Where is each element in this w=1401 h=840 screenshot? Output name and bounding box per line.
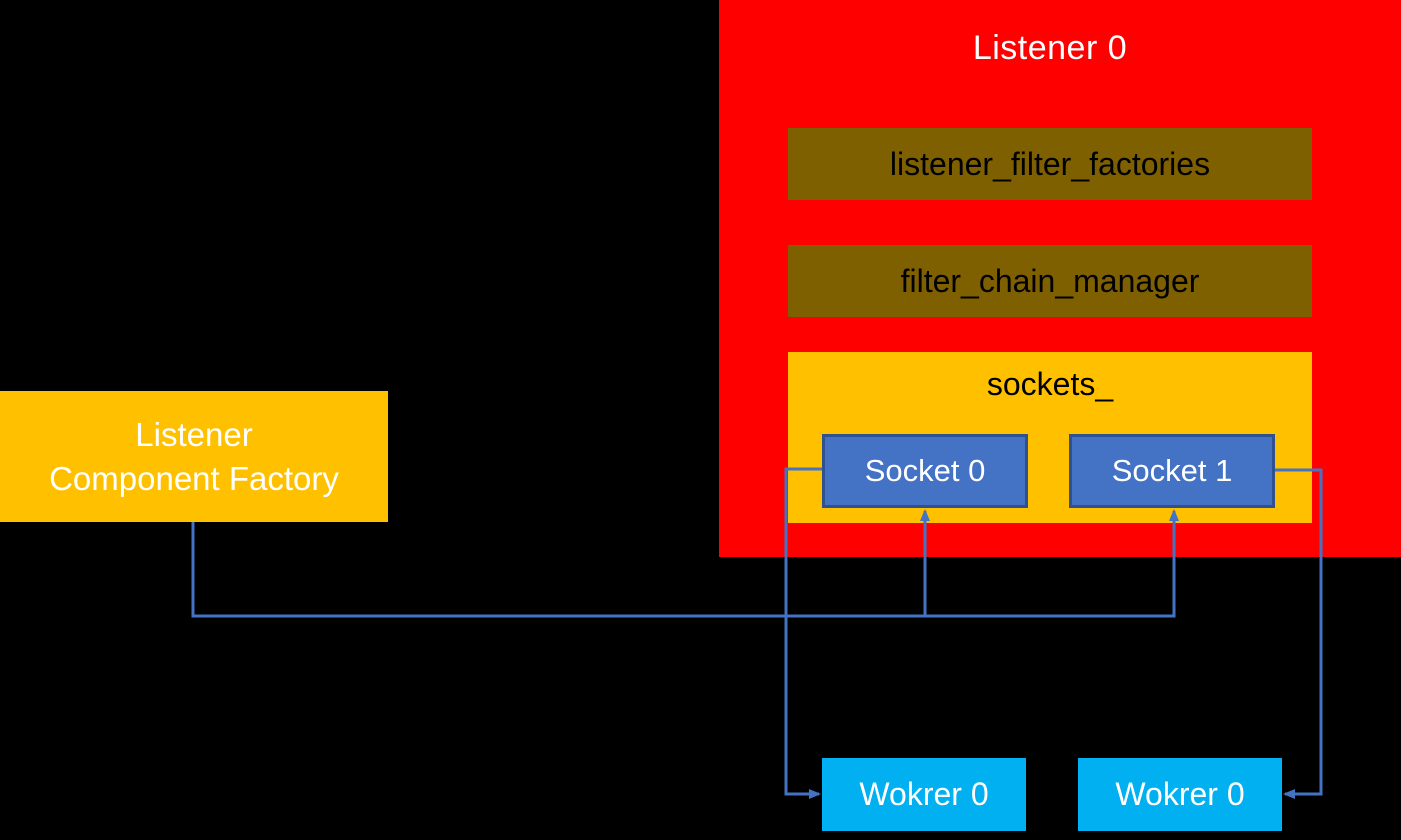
worker-0-box: Wokrer 0 bbox=[822, 758, 1026, 831]
listener-component-factory-box: Listener Component Factory bbox=[0, 391, 388, 522]
socket-1-label: Socket 1 bbox=[1111, 453, 1233, 488]
listener-0-title: Listener 0 bbox=[972, 29, 1128, 67]
sockets-label: sockets_ bbox=[986, 366, 1114, 402]
factory-label-line2: Component Factory bbox=[49, 459, 339, 497]
worker-1-box: Wokrer 0 bbox=[1078, 758, 1282, 831]
listener-filter-factories-label: listener_filter_factories bbox=[889, 145, 1211, 182]
filter-chain-manager-box: filter_chain_manager bbox=[788, 245, 1312, 317]
socket-1-box: Socket 1 bbox=[1069, 434, 1275, 508]
listener-filter-factories-box: listener_filter_factories bbox=[788, 128, 1312, 200]
socket-0-label: Socket 0 bbox=[864, 453, 986, 488]
socket-0-box: Socket 0 bbox=[822, 434, 1028, 508]
factory-label-line1: Listener bbox=[135, 415, 253, 453]
filter-chain-manager-label: filter_chain_manager bbox=[900, 262, 1200, 299]
worker-1-label: Wokrer 0 bbox=[1115, 776, 1245, 812]
worker-0-label: Wokrer 0 bbox=[859, 776, 989, 812]
